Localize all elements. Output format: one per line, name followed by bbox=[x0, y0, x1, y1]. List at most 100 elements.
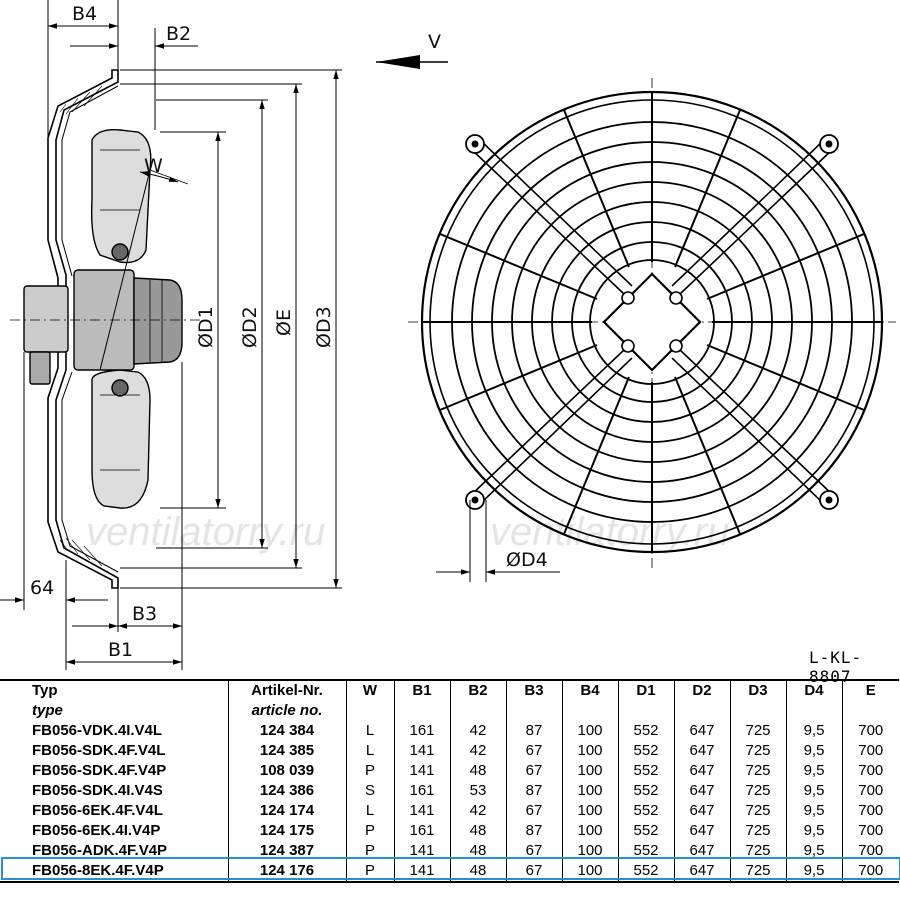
table-cell: 700 bbox=[841, 781, 899, 801]
table-cell: 141 bbox=[393, 741, 450, 761]
column-subheader: type bbox=[32, 702, 63, 719]
table-cell: 48 bbox=[449, 861, 506, 883]
label-b4: B4 bbox=[72, 3, 97, 25]
table-cell: 67 bbox=[505, 741, 562, 761]
column-header: B2 bbox=[449, 679, 506, 721]
table-cell: 124 387 bbox=[227, 841, 346, 861]
table-cell: 67 bbox=[505, 841, 562, 861]
table-cell: 100 bbox=[561, 741, 618, 761]
table-cell: 42 bbox=[449, 741, 506, 761]
table-cell: 700 bbox=[841, 821, 899, 841]
table-cell: 42 bbox=[449, 801, 506, 821]
table-cell: 647 bbox=[673, 821, 730, 841]
table-cell: 87 bbox=[505, 781, 562, 801]
label-e: ØE bbox=[273, 309, 295, 336]
column-header: D3 bbox=[729, 679, 786, 721]
table-cell: P bbox=[345, 841, 394, 861]
table-cell: 100 bbox=[561, 761, 618, 781]
table-cell: 100 bbox=[561, 861, 618, 883]
label-d1: ØD1 bbox=[195, 306, 217, 348]
table-cell: 53 bbox=[449, 781, 506, 801]
column-header: D1 bbox=[617, 679, 674, 721]
table-cell: 725 bbox=[729, 721, 786, 741]
table-cell: 161 bbox=[393, 821, 450, 841]
table-cell: L bbox=[345, 741, 394, 761]
d4-dimension bbox=[436, 500, 560, 582]
column-header: W bbox=[345, 679, 394, 721]
table-cell: 700 bbox=[841, 801, 899, 821]
label-v: V bbox=[428, 31, 441, 53]
table-cell: 9,5 bbox=[785, 781, 842, 801]
table-cell: 647 bbox=[673, 861, 730, 883]
column-header: E bbox=[841, 679, 899, 721]
table-cell: 725 bbox=[729, 861, 786, 883]
table-cell: 552 bbox=[617, 781, 674, 801]
front-view-grille bbox=[408, 78, 896, 568]
table-cell: 141 bbox=[393, 761, 450, 781]
table-cell: 647 bbox=[673, 761, 730, 781]
table-cell: 552 bbox=[617, 761, 674, 781]
table-cell: 67 bbox=[505, 801, 562, 821]
table-cell: 552 bbox=[617, 801, 674, 821]
table-cell: 552 bbox=[617, 721, 674, 741]
watermark-left: ventilatorry.ru bbox=[86, 510, 325, 554]
table-cell: 48 bbox=[449, 821, 506, 841]
table-cell: 124 175 bbox=[227, 821, 346, 841]
table-cell: 87 bbox=[505, 721, 562, 741]
table-cell: 647 bbox=[673, 721, 730, 741]
table-cell: 9,5 bbox=[785, 761, 842, 781]
table-cell: 725 bbox=[729, 841, 786, 861]
table-cell: 700 bbox=[841, 741, 899, 761]
table-cell: 141 bbox=[393, 861, 450, 883]
table-cell: P bbox=[345, 861, 394, 883]
table-cell: L bbox=[345, 801, 394, 821]
table-subheader-row: type article no. bbox=[0, 701, 899, 721]
label-b2: B2 bbox=[166, 23, 191, 45]
table-cell: 100 bbox=[561, 841, 618, 861]
table-cell: 48 bbox=[449, 761, 506, 781]
side-view-labels: B4 B2 W 64 B3 B1 ØD1 ØD2 ØE ØD3 bbox=[30, 3, 335, 661]
table-cell: 725 bbox=[729, 781, 786, 801]
label-d3: ØD3 bbox=[313, 306, 335, 348]
table-cell: S bbox=[345, 781, 394, 801]
table-cell: 124 386 bbox=[227, 781, 346, 801]
table-cell: 552 bbox=[617, 821, 674, 841]
table-cell: 647 bbox=[673, 801, 730, 821]
table-cell: 141 bbox=[393, 801, 450, 821]
table-cell: L bbox=[345, 721, 394, 741]
column-header: B1 bbox=[393, 679, 450, 721]
view-arrow: V bbox=[376, 31, 448, 69]
column-header: Artikel-Nr. bbox=[227, 679, 346, 701]
table-cell: 700 bbox=[841, 721, 899, 741]
table-cell: 9,5 bbox=[785, 821, 842, 841]
table-cell: 552 bbox=[617, 741, 674, 761]
table-cell: P bbox=[345, 761, 394, 781]
table-cell: 161 bbox=[393, 721, 450, 741]
table-cell: 161 bbox=[393, 781, 450, 801]
table-cell: 725 bbox=[729, 821, 786, 841]
table-cell: 725 bbox=[729, 801, 786, 821]
table-cell: 100 bbox=[561, 781, 618, 801]
table-cell: 700 bbox=[841, 761, 899, 781]
table-cell: 124 385 bbox=[227, 741, 346, 761]
table-cell: P bbox=[345, 821, 394, 841]
column-header: Typ bbox=[0, 679, 228, 701]
table-cell: 87 bbox=[505, 821, 562, 841]
table-cell: 141 bbox=[393, 841, 450, 861]
column-subheader: article no. bbox=[227, 701, 346, 721]
table-cell: 124 176 bbox=[227, 861, 346, 883]
column-header: B4 bbox=[561, 679, 618, 721]
table-cell: 725 bbox=[729, 741, 786, 761]
table-cell: FB056-SDK.4I.V4S bbox=[32, 782, 163, 799]
table-cell: FB056-ADK.4F.V4P bbox=[32, 842, 168, 859]
table-cell: 67 bbox=[505, 861, 562, 883]
table-cell: 700 bbox=[841, 841, 899, 861]
table-cell: FB056-SDK.4F.V4L bbox=[32, 742, 166, 759]
